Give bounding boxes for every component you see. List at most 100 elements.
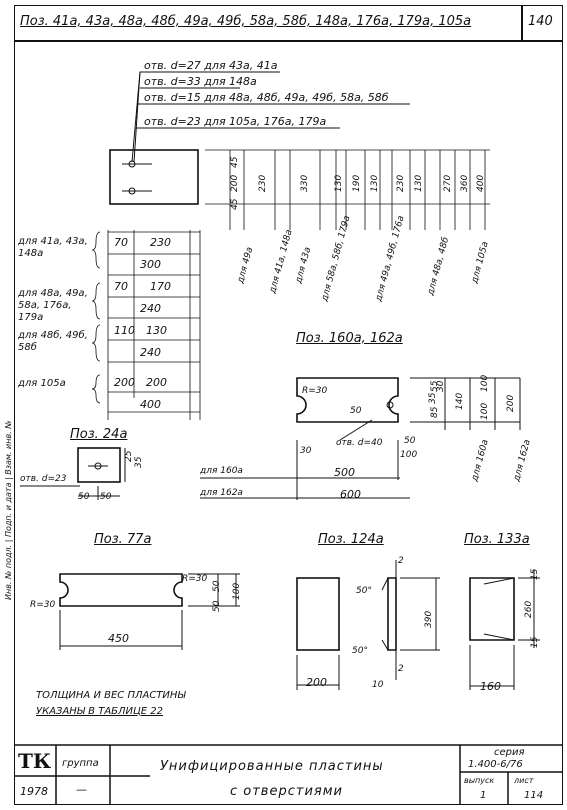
sheet-no-divider (521, 5, 523, 41)
pos160-radius: R=30 (302, 386, 328, 396)
col-dim-130b: 130 (370, 174, 380, 192)
sheet-frame (14, 5, 563, 805)
column-dims (205, 149, 490, 230)
plate-top (109, 149, 199, 205)
row-4-total: 400 (140, 398, 161, 411)
pos160-d140: 140 (455, 392, 465, 410)
sheet-value: 114 (524, 790, 544, 801)
row-1-total: 300 (140, 258, 161, 271)
pos24-d25: 25 (124, 450, 134, 462)
row-2-d1: 70 (114, 280, 128, 293)
pos77-r1: R=30 (30, 600, 56, 610)
col-dim-230: 230 (258, 174, 268, 192)
pos133-d260: 260 (524, 600, 534, 618)
pos160-d200: 200 (506, 394, 516, 412)
group-label: группа (62, 758, 99, 769)
title-line-2: с отверстиями (230, 784, 343, 799)
row-3-total: 240 (140, 346, 161, 359)
row-4-d1: 200 (114, 376, 135, 389)
pos160-d85: 85 (430, 406, 440, 418)
col-dim-45a: 45 (230, 156, 240, 168)
group-dash: — (76, 783, 87, 796)
pos160-d50b: 50 (404, 436, 416, 446)
pos133-drawing (469, 570, 540, 690)
pos160-d100b: 100 (480, 374, 490, 392)
pos160-d35: 35 (428, 392, 438, 404)
pos160-for160: для 160а (200, 466, 243, 476)
pos160-drawing (200, 377, 521, 500)
col-dim-45b: 45 (230, 198, 240, 210)
title-line-1: Унифицированные пластины (160, 759, 384, 774)
col-dim-190: 190 (352, 174, 362, 192)
hole-callout-4: отв. d=23 для 105а, 176а, 179а (144, 115, 327, 128)
sheet-label: лист (514, 776, 534, 785)
pos124-drawing (296, 560, 440, 690)
pos160-d100: 100 (400, 450, 418, 460)
year: 1978 (20, 785, 48, 798)
pos77-d100: 100 (232, 582, 242, 600)
row-label-4: для 105а (18, 378, 66, 389)
col-dim-360: 360 (460, 174, 470, 192)
pos24-d35: 35 (134, 456, 144, 468)
pos124-d390: 390 (424, 610, 434, 628)
pos160-d100c: 100 (480, 402, 490, 420)
col-dim-270: 270 (443, 174, 453, 192)
pos160-d30: 30 (300, 446, 312, 456)
issue-label: выпуск (464, 776, 495, 785)
pos133-title: Поз. 133а (464, 532, 530, 547)
pos24-title: Поз. 24а (70, 427, 128, 442)
pos124-title: Поз. 124а (318, 532, 384, 547)
pos133-width: 160 (480, 680, 501, 693)
issue-value: 1 (480, 790, 487, 801)
series-value: 1.400-6/76 (468, 759, 523, 770)
pos160-title: Поз. 160а, 162а (296, 331, 403, 346)
pos124-d2b: 2 (398, 664, 404, 674)
header-rule (14, 40, 563, 42)
pos160-for162: для 162а (200, 488, 243, 498)
col-dim-330: 330 (300, 174, 310, 192)
pos77-len: 450 (108, 632, 129, 645)
row-label-1: для 41а, 43а, 148а (18, 236, 88, 259)
pos160-hole: отв. d=40 (336, 438, 383, 448)
pos24-hole: отв. d=23 (20, 474, 67, 484)
pos77-drawing (59, 573, 240, 650)
series-label: серия (494, 747, 525, 758)
col-dim-130a: 130 (334, 174, 344, 192)
col-dim-200: 200 (230, 174, 240, 192)
pos77-d50a: 50 (212, 580, 222, 592)
pos24-d50a: 50 (78, 492, 90, 502)
col-dim-400: 400 (476, 174, 486, 192)
title-block-lines (14, 744, 563, 805)
pos24-drawing (20, 447, 126, 500)
row-label-3: для 48б, 49б, 58б (18, 330, 88, 353)
pos160-d50: 50 (350, 406, 362, 416)
row-4-d2: 200 (146, 376, 167, 389)
pos24-d50b: 50 (100, 492, 112, 502)
row-1-d2: 230 (150, 236, 171, 249)
pos124-d2a: 2 (398, 556, 404, 566)
hole-callout-3: отв. d=15 для 48а, 48б, 49а, 49б, 58а, 5… (144, 91, 389, 104)
pos133-d15b: 15 (530, 636, 540, 648)
pos133-d15a: 15 (530, 568, 540, 580)
row-1-d1: 70 (114, 236, 128, 249)
row-2-total: 240 (140, 302, 161, 315)
note-line-2: указаны в таблице 22 (36, 706, 164, 717)
pos124-width: 200 (306, 676, 327, 689)
note-line-1: Толщина и вес пластины (36, 690, 186, 701)
pos160-len160: 500 (334, 466, 355, 479)
pos124-d10: 10 (372, 680, 384, 690)
row-2-d2: 170 (150, 280, 171, 293)
hole-callout-2: отв. d=33 для 148а (144, 75, 257, 88)
row-3-d1: 110 (114, 324, 135, 337)
row-label-2: для 48а, 49а, 58а, 176а, 179а (18, 288, 88, 323)
col-dim-230b: 230 (396, 174, 406, 192)
positions-header: Поз. 41а, 43а, 48а, 48б, 49а, 49б, 58а, … (20, 14, 472, 29)
row-dims (91, 230, 201, 420)
pos124-a1: 50° (356, 586, 372, 596)
sheet-number: 140 (528, 14, 553, 29)
pos77-title: Поз. 77а (94, 532, 152, 547)
row-3-d2: 130 (146, 324, 167, 337)
col-dim-130c: 130 (414, 174, 424, 192)
